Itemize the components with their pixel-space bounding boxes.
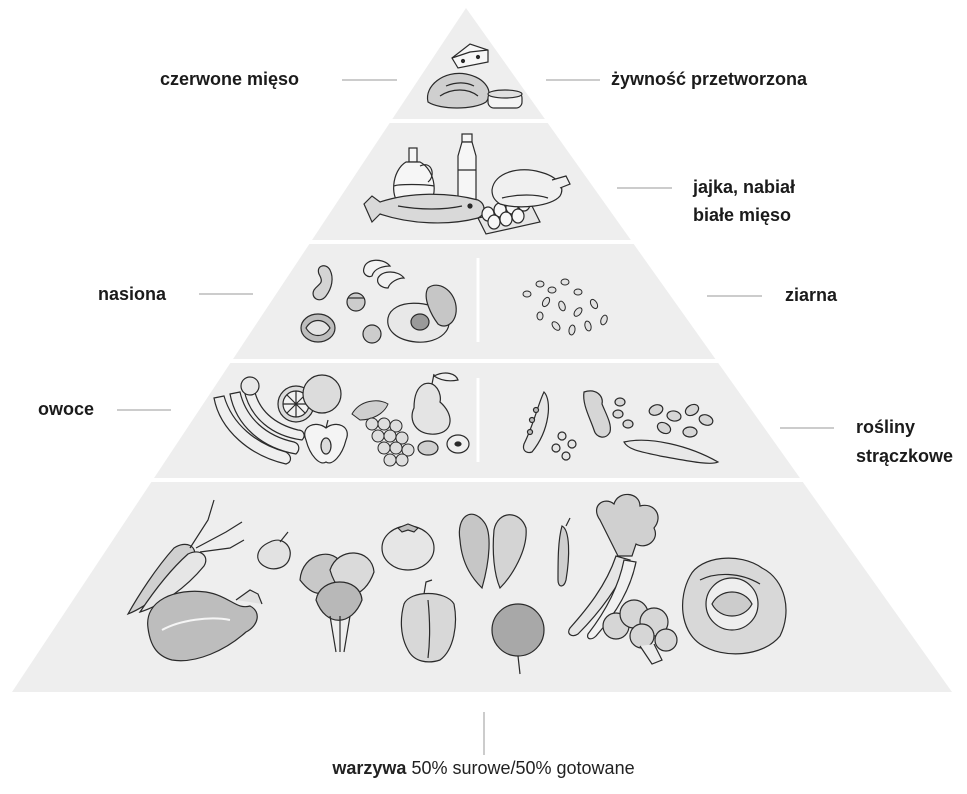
label-grains: ziarna [785, 282, 837, 309]
label-processed-food: żywność przetworzona [611, 66, 807, 93]
sausage-icon [488, 90, 522, 108]
label-legumes-line1: rośliny [856, 414, 915, 441]
caption-vegetables: warzywa [332, 758, 406, 778]
label-legumes-line2: strączkowe [856, 443, 953, 470]
caption-ratio: 50% surowe/50% gotowane [406, 758, 634, 778]
walnut-icon [301, 314, 335, 342]
label-white-meat: białe mięso [693, 202, 791, 229]
label-red-meat: czerwone mięso [160, 66, 299, 93]
label-vegetables-caption: warzywa 50% surowe/50% gotowane [0, 758, 967, 779]
label-eggs-dairy: jajka, nabiał [693, 174, 795, 201]
label-seeds: nasiona [98, 281, 166, 308]
label-fruits: owoce [38, 396, 94, 423]
